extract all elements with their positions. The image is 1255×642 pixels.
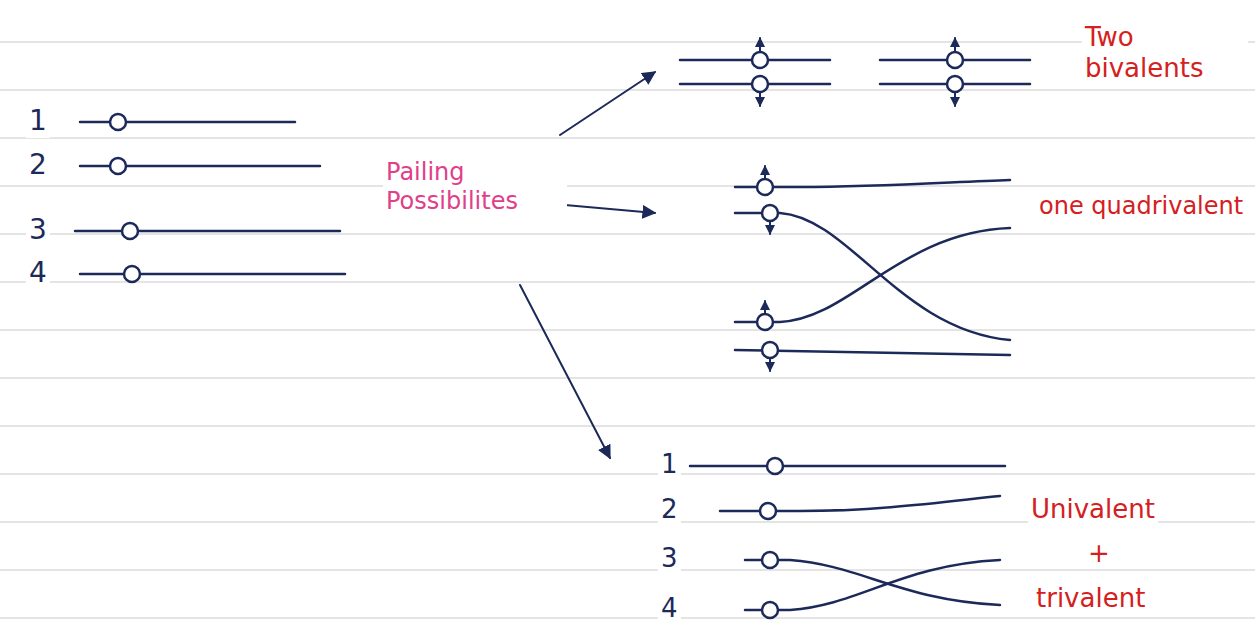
chromosome-number: 3 (26, 213, 50, 247)
chromosome-number: 2 (26, 148, 50, 182)
pairing-note: Pailing Possibilites (383, 158, 567, 216)
chromosome-number: 1 (26, 104, 50, 138)
chromosome-number: 3 (658, 543, 681, 574)
chromosome-number: 4 (26, 256, 50, 290)
chromosome-number: 1 (658, 449, 681, 480)
chromosome (75, 114, 345, 282)
configuration-label: + (1085, 538, 1113, 569)
configuration-label: trivalent (1033, 583, 1148, 614)
chromosome-number: 4 (658, 593, 681, 624)
univalent-trivalent (690, 458, 1005, 618)
chromosome-number: 2 (658, 494, 681, 525)
configuration-label: Univalent (1028, 494, 1158, 525)
pointer-arrow (520, 72, 655, 458)
configuration-label: one quadrivalent (1036, 192, 1247, 221)
quadrivalent (735, 166, 1010, 371)
bivalent (680, 38, 1030, 106)
ruled-lines (0, 42, 1255, 618)
configuration-label: Two bivalents (1082, 22, 1248, 84)
